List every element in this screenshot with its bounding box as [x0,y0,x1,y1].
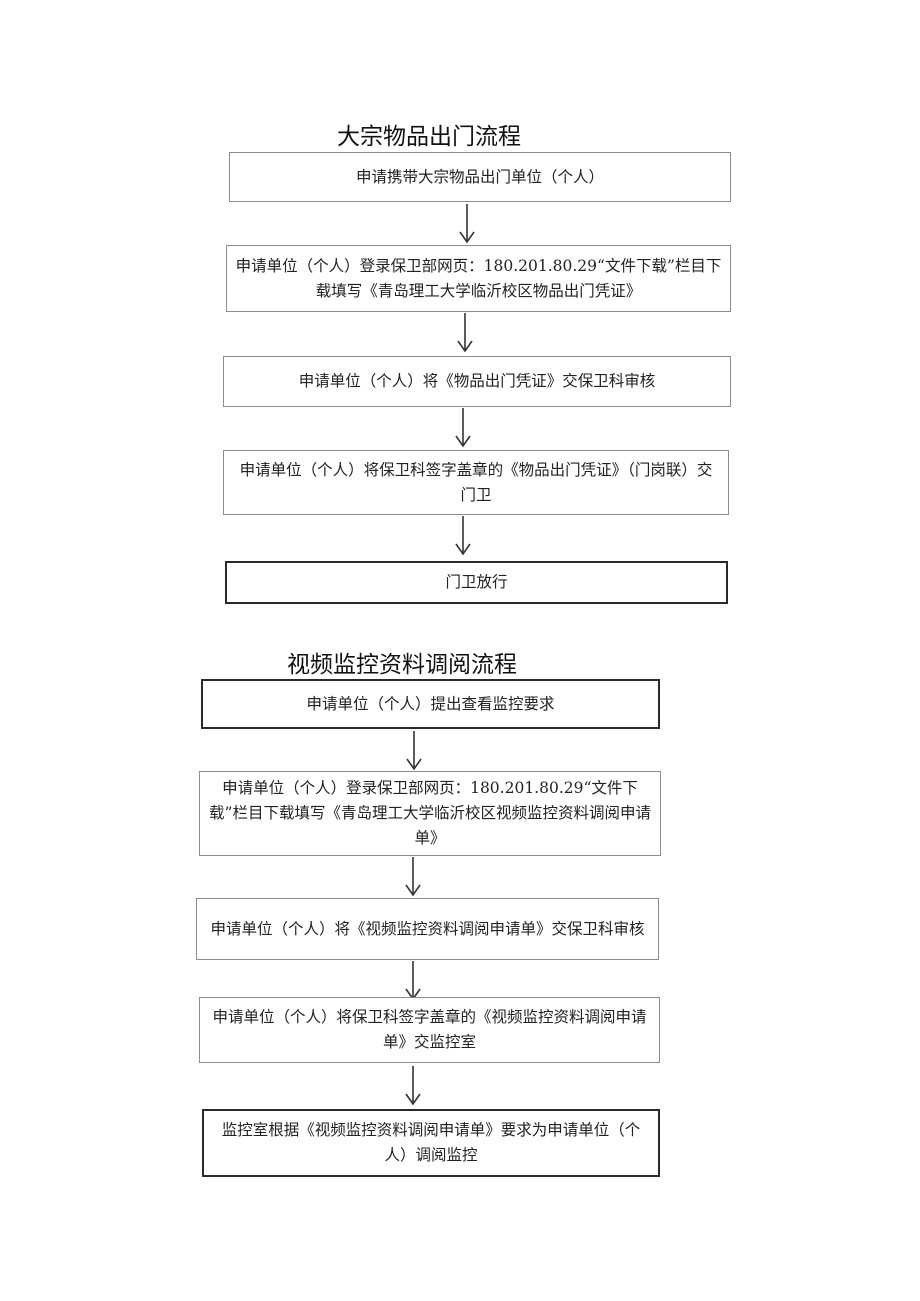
flow1-step-1-text: 申请携带大宗物品出门单位（个人） [355,167,604,186]
flow1-arrow-1 [459,204,475,244]
flow2-title: 视频监控资料调阅流程 [287,652,517,678]
flow2-step-1: 申请单位（个人）提出查看监控要求 [201,679,660,729]
flow2-step-4-text: 申请单位（个人）将保卫科签字盖章的《视频监控资料调阅申请单》交监控室 [212,1008,647,1051]
flow1-step-2: 申请单位（个人）登录保卫部网页：180.201.80.29“文件下载”栏目下载填… [226,245,731,312]
flow1-arrow-4 [455,516,471,556]
flow2-step-2: 申请单位（个人）登录保卫部网页：180.201.80.29“文件下载”栏目下载填… [199,771,661,856]
flow2-step-3: 申请单位（个人）将《视频监控资料调阅申请单》交保卫科审核 [196,898,659,960]
flow2-arrow-3 [405,961,421,1001]
flow2-step-2-text: 申请单位（个人）登录保卫部网页：180.201.80.29“文件下载”栏目下载填… [209,779,651,847]
flow1-title: 大宗物品出门流程 [337,124,521,150]
flow2-step-5-text: 监控室根据《视频监控资料调阅申请单》要求为申请单位（个人）调阅监控 [221,1121,641,1164]
flow2-step-1-text: 申请单位（个人）提出查看监控要求 [306,694,555,713]
flow2-step-3-text: 申请单位（个人）将《视频监控资料调阅申请单》交保卫科审核 [210,919,645,938]
flow2-step-4: 申请单位（个人）将保卫科签字盖章的《视频监控资料调阅申请单》交监控室 [199,997,660,1063]
flow1-step-5-text: 门卫放行 [445,573,508,591]
flow1-step-3-text: 申请单位（个人）将《物品出门凭证》交保卫科审核 [298,372,656,390]
flow1-step-1: 申请携带大宗物品出门单位（个人） [229,152,731,202]
flow1-step-2-text: 申请单位（个人）登录保卫部网页：180.201.80.29“文件下载”栏目下载填… [235,256,722,300]
flow1-step-5: 门卫放行 [225,561,728,604]
flow1-arrow-2 [457,313,473,353]
flow1-step-4-text: 申请单位（个人）将保卫科签字盖章的《物品出门凭证》（门岗联）交门卫 [239,460,713,504]
flow2-arrow-1 [406,731,422,771]
flow2-step-5: 监控室根据《视频监控资料调阅申请单》要求为申请单位（个人）调阅监控 [202,1109,660,1177]
flow2-arrow-2 [405,857,421,897]
flow2-arrow-4 [405,1066,421,1106]
flow1-arrow-3 [455,408,471,448]
flow1-step-3: 申请单位（个人）将《物品出门凭证》交保卫科审核 [223,356,731,407]
flow1-step-4: 申请单位（个人）将保卫科签字盖章的《物品出门凭证》（门岗联）交门卫 [223,450,729,515]
